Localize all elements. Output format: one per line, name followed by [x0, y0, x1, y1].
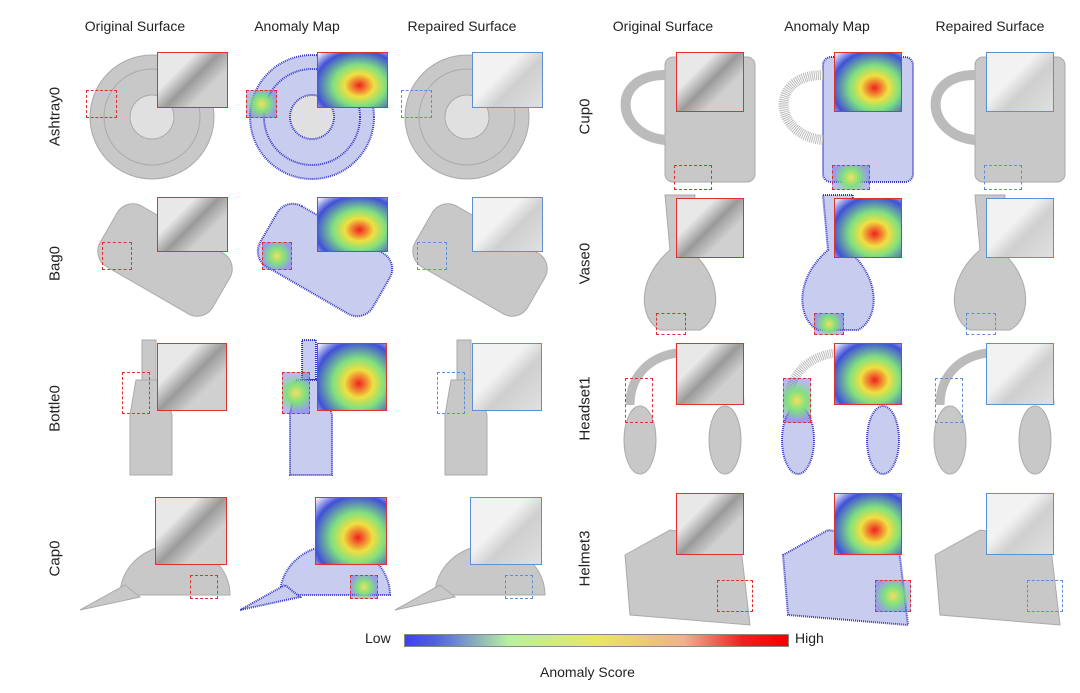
ashtray-repaired-cell: [395, 45, 550, 190]
helmet-repaired-cell: [920, 485, 1075, 630]
header-anomaly-left: Anomaly Map: [254, 18, 340, 34]
region-box: [966, 313, 996, 335]
region-box: [122, 372, 150, 414]
zoom-inset: [470, 497, 542, 565]
row-label: Bag0: [46, 245, 64, 282]
bag-original-cell: [80, 190, 235, 335]
zoom-inset: [315, 497, 387, 565]
vase-original-cell: [610, 190, 765, 335]
zoom-inset: [472, 343, 542, 411]
region-box: [350, 575, 378, 599]
colorbar: [404, 634, 789, 647]
cup-anomaly-cell: [768, 45, 923, 190]
cap-repaired-cell: [395, 485, 550, 630]
cap-anomaly-cell: [240, 485, 395, 630]
vase-surface: [953, 194, 1027, 331]
colorbar-low-label: Low: [365, 630, 391, 646]
colorbar-high-label: High: [795, 630, 824, 646]
region-box: [1027, 580, 1063, 612]
zoom-inset: [317, 197, 388, 252]
bag-anomaly-cell: [240, 190, 395, 335]
zoom-inset: [676, 198, 744, 258]
region-box: [875, 580, 911, 612]
vase-repaired-cell: [920, 190, 1075, 335]
row-label: Cup0: [576, 98, 594, 135]
region-box: [717, 580, 753, 612]
region-box: [190, 575, 218, 599]
vase-anomaly-cell: [768, 190, 923, 335]
headset-anomaly-cell: [768, 335, 923, 480]
row-label: Cap0: [46, 540, 64, 577]
vase-surface: [643, 194, 717, 331]
zoom-inset: [676, 493, 744, 555]
zoom-inset: [317, 52, 388, 108]
row-label: Bottle0: [46, 385, 64, 432]
header-original-left: Original Surface: [84, 18, 186, 34]
zoom-inset: [834, 493, 902, 555]
zoom-inset: [676, 52, 744, 112]
vase-surface: [801, 194, 875, 331]
helmet-anomaly-cell: [768, 485, 923, 630]
helmet-original-cell: [610, 485, 765, 630]
region-box: [935, 378, 963, 423]
row-label: Vase0: [576, 242, 594, 285]
headset-original-cell: [610, 335, 765, 480]
zoom-inset: [157, 52, 228, 108]
cap-original-cell: [80, 485, 235, 630]
ashtray-anomaly-cell: [240, 45, 395, 190]
region-box: [505, 575, 533, 599]
zoom-inset: [317, 343, 387, 411]
header-repaired-left: Repaired Surface: [407, 18, 517, 34]
region-box: [625, 378, 653, 423]
zoom-inset: [157, 197, 228, 252]
bottle-anomaly-cell: [240, 335, 395, 480]
region-box: [783, 378, 811, 423]
region-box: [262, 242, 292, 270]
header-original-right: Original Surface: [612, 18, 714, 34]
region-box: [814, 313, 844, 335]
row-label: Helmet3: [576, 530, 594, 587]
region-box: [984, 165, 1022, 190]
region-box: [674, 165, 712, 190]
zoom-inset: [472, 197, 543, 252]
cup-repaired-cell: [920, 45, 1075, 190]
region-box: [832, 165, 870, 190]
bag-repaired-cell: [395, 190, 550, 335]
region-box: [86, 90, 117, 118]
header-repaired-right: Repaired Surface: [935, 18, 1045, 34]
zoom-inset: [834, 52, 902, 112]
bottle-original-cell: [80, 335, 235, 480]
row-label: Headset1: [576, 376, 594, 441]
region-box: [656, 313, 686, 335]
region-box: [246, 90, 277, 118]
cup-original-cell: [610, 45, 765, 190]
region-box: [282, 372, 310, 414]
zoom-inset: [986, 343, 1054, 405]
zoom-inset: [472, 52, 543, 108]
region-box: [417, 242, 447, 270]
zoom-inset: [986, 493, 1054, 555]
region-box: [437, 372, 465, 414]
region-box: [401, 90, 432, 118]
header-anomaly-right: Anomaly Map: [784, 18, 870, 34]
headset-repaired-cell: [920, 335, 1075, 480]
zoom-inset: [676, 343, 744, 405]
zoom-inset: [155, 497, 227, 565]
zoom-inset: [986, 52, 1054, 112]
row-label: Ashtray0: [46, 86, 64, 147]
colorbar-title: Anomaly Score: [540, 664, 635, 680]
ashtray-original-cell: [80, 45, 235, 190]
zoom-inset: [834, 343, 902, 405]
region-box: [102, 242, 132, 270]
zoom-inset: [986, 198, 1054, 258]
bottle-repaired-cell: [395, 335, 550, 480]
zoom-inset: [157, 343, 227, 411]
zoom-inset: [834, 198, 902, 258]
